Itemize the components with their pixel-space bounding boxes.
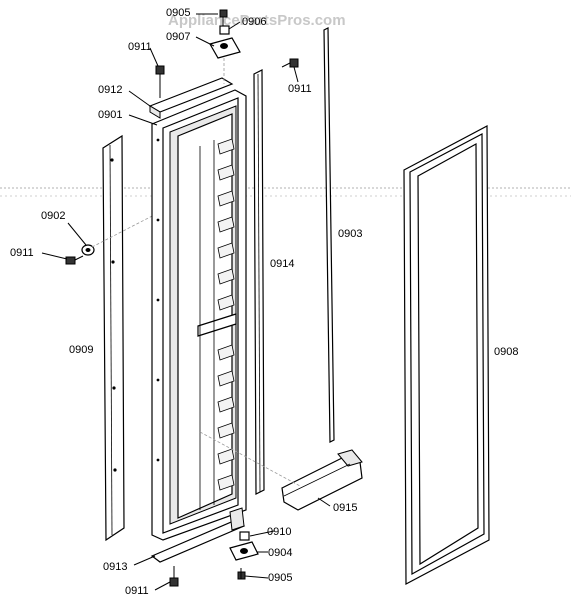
label-0912: 0912: [98, 84, 122, 96]
label-0903: 0903: [338, 228, 362, 240]
label-0902: 0902: [41, 210, 65, 222]
part-0911-screw-topleft: [155, 65, 165, 98]
part-0907-hinge-plate: [209, 37, 241, 59]
part-0908-gasket: [403, 125, 490, 585]
label-0911-topright: 0911: [288, 83, 312, 95]
part-0909-strip: [102, 134, 125, 542]
part-0915-bin: [281, 449, 363, 511]
part-labels: 0905 0906 0907 0911 0911 0912 0901 0902 …: [10, 7, 518, 597]
label-0910: 0910: [267, 526, 291, 538]
part-0904-hinge-plate: [229, 541, 259, 561]
part-0905-screw-bottom: [237, 568, 246, 580]
watermark: AppliancePartsPros.com: [168, 12, 346, 29]
leader-lines: [41, 13, 331, 591]
label-0905-bottom: 0905: [268, 572, 292, 584]
part-0901-door-body: [151, 89, 247, 541]
label-0915: 0915: [333, 502, 357, 514]
part-0911-screw-bottom: [169, 566, 179, 587]
label-0907: 0907: [166, 31, 190, 43]
label-0911-bottom: 0911: [125, 585, 149, 597]
part-0911-screw-topright: [281, 58, 299, 68]
part-0910-bushing: [239, 531, 250, 541]
label-0905-top: 0905: [166, 7, 190, 19]
label-0914: 0914: [270, 258, 294, 270]
label-0904: 0904: [268, 547, 292, 559]
part-0912-top-bracket: [148, 77, 234, 119]
label-0908: 0908: [494, 346, 518, 358]
part-0911-screw-left: [65, 255, 84, 265]
label-0909: 0909: [69, 344, 93, 356]
label-0913: 0913: [103, 561, 127, 573]
part-0914-trim: [253, 69, 265, 495]
label-0901: 0901: [98, 109, 122, 121]
part-0903-rod: [323, 27, 335, 443]
part-0913-bottom-bracket: [150, 507, 246, 563]
label-0906: 0906: [242, 16, 266, 28]
label-0911-topleft: 0911: [128, 41, 152, 53]
part-0902-washer: [81, 244, 95, 256]
part-0905-screw-top: [219, 9, 228, 26]
label-0911-left: 0911: [10, 247, 34, 259]
part-0906-bushing: [219, 25, 230, 35]
